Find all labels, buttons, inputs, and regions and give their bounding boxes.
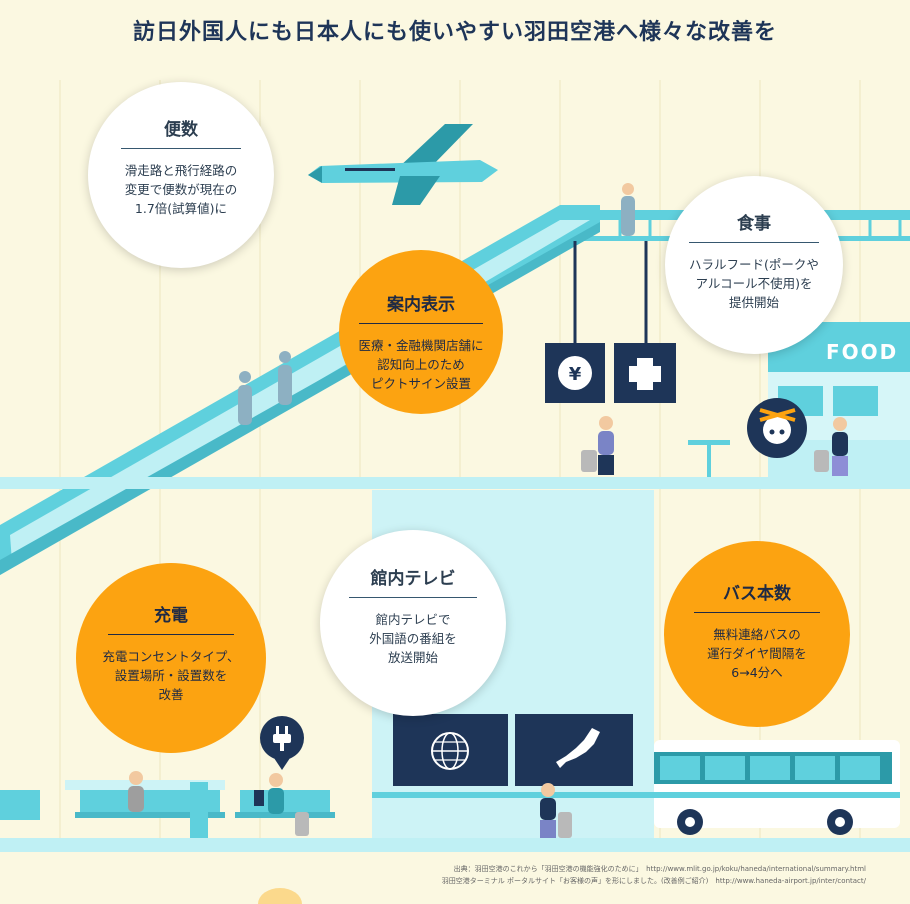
bubble-tv-heading: 館内テレビ (370, 569, 456, 589)
bubble-signage: 案内表示 医療・金融機関店舗に 認知向上のため ピクトサイン設置 (339, 250, 503, 414)
bubble-flights: 便数 滑走路と飛行経路の 変更で便数が現在の 1.7倍(試算値)に (88, 82, 274, 268)
source-line-2: 羽田空港ターミナル ポータルサイト「お客様の声」を形にしました。(改善例ご紹介)… (441, 877, 866, 885)
bubble-flights-body: 滑走路と飛行経路の 変更で便数が現在の 1.7倍(試算値)に (124, 163, 238, 216)
bottom-decoration (258, 888, 302, 904)
bubble-tv-body: 館内テレビで 外国語の番組を 放送開始 (369, 612, 457, 665)
bubble-food: 食事 ハラルフード(ポークや アルコール不使用)を 提供開始 (665, 176, 843, 354)
bus-icon (654, 740, 900, 835)
walkway-passenger (621, 183, 635, 236)
tv-area-traveler (540, 783, 572, 838)
yen-sign-icon: ¥ (545, 241, 605, 403)
seated-person (128, 771, 144, 812)
tv-screen-globe (393, 714, 508, 786)
bubble-charging-body: 充電コンセントタイプ、 設置場所・設置数を 改善 (102, 649, 240, 702)
escalator-passengers (238, 351, 292, 425)
tv-screen-japan-map (515, 714, 633, 786)
tv-rail (372, 792, 654, 798)
cafe-table (688, 440, 730, 477)
bubble-divider (121, 148, 241, 149)
bubble-divider (359, 323, 483, 324)
lounge-seats (0, 780, 335, 838)
bubble-divider (349, 597, 477, 598)
food-customer (814, 417, 848, 476)
plug-icon (260, 716, 304, 770)
traveler-with-luggage (581, 416, 614, 475)
bubble-divider (689, 242, 819, 243)
bubble-flights-heading: 便数 (164, 120, 198, 140)
bubble-bus-body: 無料連絡バスの 運行ダイヤ間隔を 6→4分へ (707, 627, 807, 680)
ground-floor (0, 838, 910, 852)
source-line-1: 出典：羽田空港のこれから「羽田空港の機能強化のために」 http://www.m… (453, 865, 866, 873)
medical-cross-icon (614, 241, 676, 403)
bubble-food-body: ハラルフード(ポークや アルコール不使用)を 提供開始 (689, 257, 819, 310)
bubble-divider (108, 634, 234, 635)
bubble-bus-heading: バス本数 (723, 584, 791, 604)
airplane-icon (308, 124, 498, 205)
no-pork-icon (747, 398, 807, 458)
bubble-signage-body: 医療・金融機関店舗に 認知向上のため ピクトサイン設置 (358, 338, 484, 391)
bubble-tv: 館内テレビ 館内テレビで 外国語の番組を 放送開始 (320, 530, 506, 716)
bubble-food-heading: 食事 (737, 214, 771, 234)
page-title: 訪日外国人にも日本人にも使いやすい羽田空港へ様々な改善を (132, 20, 777, 45)
food-sign: FOOD (826, 340, 899, 364)
yen-symbol: ¥ (569, 364, 582, 385)
bubble-bus: バス本数 無料連絡バスの 運行ダイヤ間隔を 6→4分へ (664, 541, 850, 727)
bubble-signage-heading: 案内表示 (387, 295, 455, 315)
bubble-charging-heading: 充電 (154, 606, 188, 626)
middle-floor (0, 477, 910, 489)
charging-person (254, 773, 309, 836)
bubble-charging: 充電 充電コンセントタイプ、 設置場所・設置数を 改善 (76, 563, 266, 753)
bubble-divider (694, 612, 820, 613)
